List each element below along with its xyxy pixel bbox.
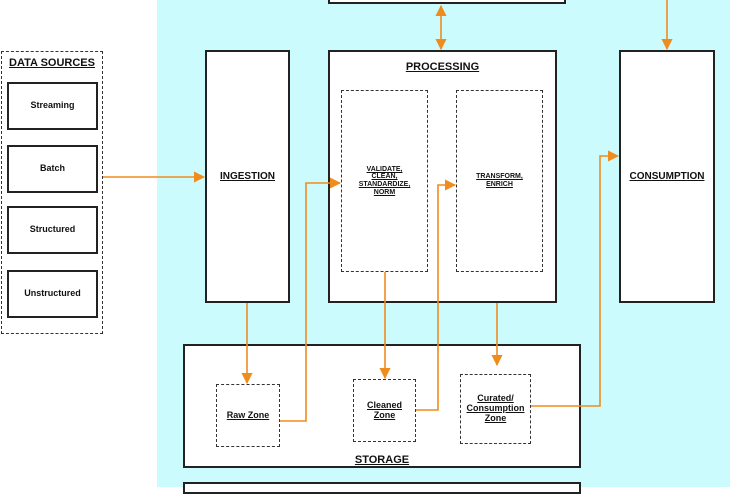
data-sources-title: DATA SOURCES: [9, 56, 95, 69]
source-structured: Structured: [7, 206, 98, 254]
arrow-curated-to-consumption: [531, 150, 620, 407]
raw-zone-label: Raw Zone: [226, 409, 270, 420]
storage-title: STORAGE: [354, 453, 410, 466]
cleaned-zone: Cleaned Zone: [353, 379, 416, 442]
arrow-cleaned-to-transform: [416, 179, 457, 411]
validate-step-label: VALIDATE, CLEAN, STANDARDIZE, NORM: [358, 165, 411, 196]
source-structured-label: Structured: [29, 224, 76, 235]
ingestion-box: INGESTION: [205, 50, 290, 303]
source-unstructured-label: Unstructured: [24, 288, 81, 299]
cleaned-zone-label: Cleaned Zone: [366, 399, 402, 420]
validate-step: VALIDATE, CLEAN, STANDARDIZE, NORM: [341, 90, 428, 272]
processing-title: PROCESSING: [405, 60, 480, 73]
transform-step: TRANSFORM, ENRICH: [456, 90, 543, 272]
curated-zone-label: Curated/ Consumption Zone: [466, 393, 525, 423]
top-partial-box: [328, 0, 566, 4]
arrow-raw-to-validate: [280, 177, 342, 422]
source-batch: Batch: [7, 145, 98, 193]
curated-zone: Curated/ Consumption Zone: [460, 374, 531, 444]
source-batch-label: Batch: [39, 163, 65, 174]
source-unstructured: Unstructured: [7, 270, 98, 318]
transform-step-label: TRANSFORM, ENRICH: [476, 173, 523, 188]
raw-zone: Raw Zone: [216, 384, 280, 447]
ingestion-label: INGESTION: [219, 171, 275, 182]
source-streaming: Streaming: [7, 82, 98, 130]
consumption-label: CONSUMPTION: [629, 171, 705, 182]
consumption-box: CONSUMPTION: [619, 50, 715, 303]
source-streaming-label: Streaming: [30, 100, 75, 111]
